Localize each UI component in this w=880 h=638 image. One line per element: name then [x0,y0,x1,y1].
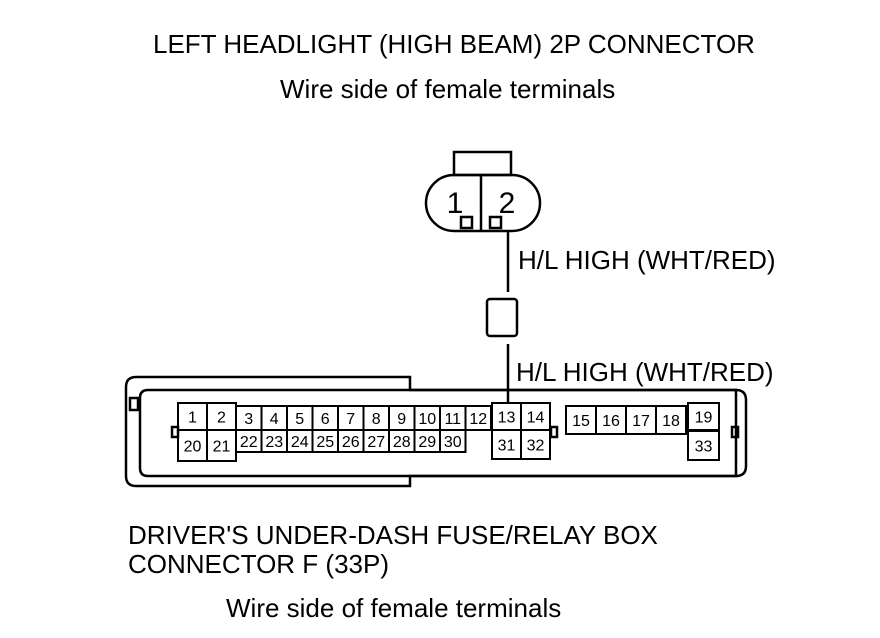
splice-joint [485,297,519,338]
pin-21: 21 [213,439,231,456]
pin-30-cell [439,429,467,453]
bottom-connector-title-line2: CONNECTOR F (33P) [128,549,389,579]
pin-14: 14 [527,410,545,427]
pin-2: 2 [217,410,226,427]
pin-9: 9 [397,411,406,428]
bottom-connector-subtitle: Wire side of female terminals [226,593,562,623]
housing-tab [128,396,140,412]
pin-8: 8 [372,411,381,428]
pin-22: 22 [240,434,258,451]
headlight-connector [424,150,542,233]
pin-2-notch [488,215,503,230]
pin-10: 10 [418,411,436,428]
pin-32: 32 [527,438,545,455]
fuse-box-connector [124,375,748,488]
side-tab-right [730,425,740,439]
pin-16: 16 [602,413,620,430]
pin-18-cell [655,405,687,435]
pin-18: 18 [662,413,680,430]
pin-32-cell [520,429,551,460]
pin-29: 29 [418,434,436,451]
pin-11: 11 [444,411,461,428]
wire-label-lower: H/L HIGH (WHT/RED) [516,357,774,387]
pin-28: 28 [393,434,411,451]
pin-13: 13 [498,410,516,427]
pin-17: 17 [632,413,650,430]
top-connector-title: LEFT HEADLIGHT (HIGH BEAM) 2P CONNECTOR [153,29,755,59]
pin-cells [177,402,720,462]
pin-3: 3 [244,411,253,428]
connector-inner-shell [138,388,738,478]
pin-30: 30 [444,434,462,451]
pin-23: 23 [265,434,283,451]
pin-24: 24 [291,434,309,451]
pin-6: 6 [321,411,330,428]
pin-19: 19 [695,410,713,427]
pin-33-cell [687,430,720,461]
pin-20: 20 [184,439,202,456]
bottom-connector-title-line1: DRIVER'S UNDER-DASH FUSE/RELAY BOX [128,520,658,550]
headlight-pin-1: 1 [447,187,464,220]
top-connector-subtitle: Wire side of female terminals [280,74,616,104]
pin-33: 33 [695,439,713,456]
pin-26: 26 [342,434,360,451]
pin-1: 1 [188,410,197,427]
connector-latch [452,150,513,177]
headlight-pin-2: 2 [499,187,516,220]
connector-body [424,173,542,233]
pin-31: 31 [498,438,516,455]
connector-shell [124,375,748,488]
pin-5: 5 [295,411,304,428]
pin-25: 25 [316,434,334,451]
wire-label-upper: H/L HIGH (WHT/RED) [518,245,776,275]
wire [485,231,519,404]
pin-1-notch [459,215,474,230]
pin-27: 27 [367,434,385,451]
pin-12: 12 [469,411,487,428]
pin-15: 15 [572,413,590,430]
side-tab-mid [549,425,559,439]
pin-4: 4 [270,411,279,428]
pin-7: 7 [346,411,355,428]
